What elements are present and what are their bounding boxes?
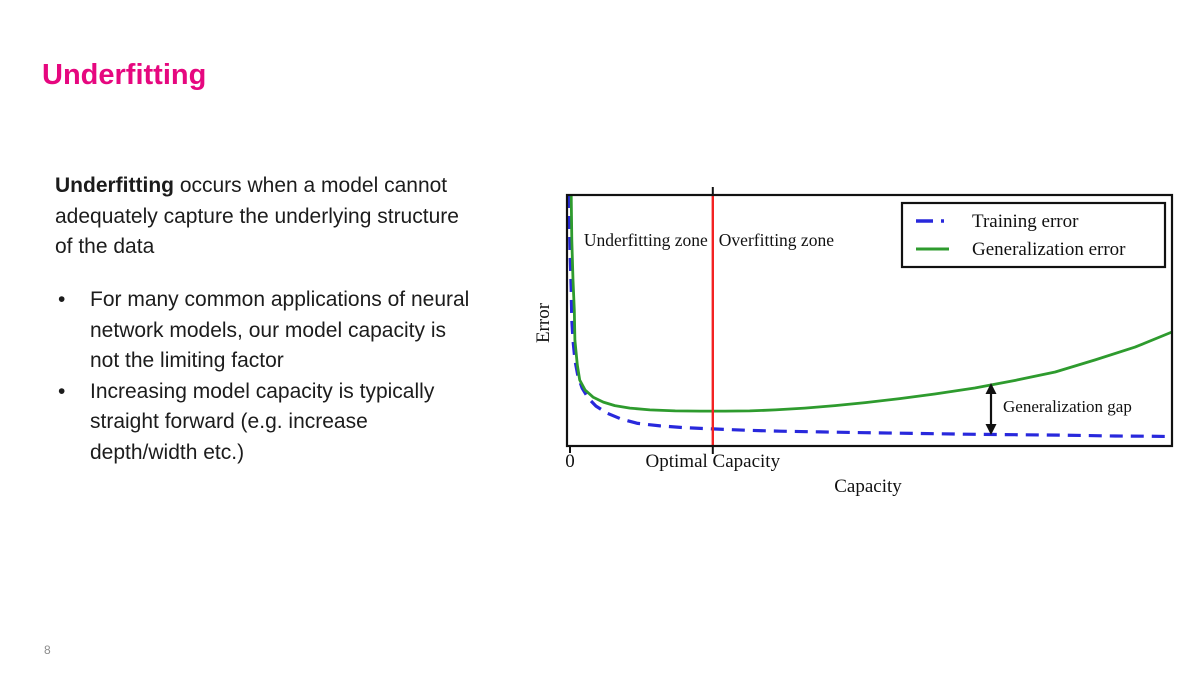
- arrow-down-head-icon: [985, 424, 997, 435]
- chart-legend: Training error Generalization error: [900, 201, 1167, 269]
- plot-border: [565, 193, 1174, 448]
- overfitting-zone-label: Overfitting zone: [719, 230, 834, 250]
- x-tick-optimal-capacity: Optimal Capacity: [646, 451, 781, 472]
- intro-line-2: adequately capture the underlying struct…: [55, 204, 459, 228]
- chart-svg: Error Underfitting zone Overfitting zone…: [533, 187, 1174, 497]
- page-number: 8: [44, 643, 51, 657]
- intro-line-1: Underfitting occurs when a model cannot: [55, 171, 459, 202]
- error-capacity-chart: Error Underfitting zone Overfitting zone…: [533, 180, 1195, 500]
- arrow-up-head-icon: [985, 383, 997, 394]
- slide-title: Underfitting: [42, 59, 207, 92]
- legend-label-generalization-error: Generalization error: [972, 239, 1126, 260]
- generalization-gap-annotation: Generalization gap: [985, 383, 1132, 435]
- legend-box: [900, 201, 1167, 269]
- bullet-marker: •: [58, 288, 66, 311]
- bullet-2-line-3: depth/width etc.): [90, 440, 245, 464]
- x-tick-zero: 0: [565, 451, 575, 472]
- bullet-2-line-1: Increasing model capacity is typically: [90, 379, 435, 403]
- bullet-2-line-2: straight forward (e.g. increase: [90, 410, 368, 433]
- legend-label-training-error: Training error: [972, 211, 1079, 232]
- x-axis-label: Capacity: [834, 476, 902, 497]
- bullet-item-2: • Increasing model capacity is typically: [58, 377, 469, 408]
- bullet-marker: •: [58, 379, 66, 403]
- bullet-item-1: • For many common applications of neural: [58, 285, 469, 316]
- bullet-1-line-1: For many common applications of neural: [90, 288, 470, 311]
- y-axis-label: Error: [535, 302, 554, 343]
- bullet-list: • For many common applications of neural…: [58, 285, 469, 468]
- bullet-1-line-3: not the limiting factor: [90, 349, 284, 372]
- underfitting-zone-label: Underfitting zone: [584, 230, 708, 250]
- training-error-curve: [567, 194, 1173, 439]
- generalization-gap-label: Generalization gap: [1003, 397, 1132, 416]
- generalization-error-curve: [569, 194, 1173, 413]
- bullet-1-line-2: network models, our model capacity is: [90, 318, 446, 342]
- intro-line-1-rest: occurs when a model cannot: [173, 174, 448, 197]
- intro-paragraph: Underfitting occurs when a model cannot …: [55, 171, 459, 263]
- intro-line-3: of the data: [55, 235, 155, 258]
- intro-bold-term: Underfitting: [55, 174, 174, 197]
